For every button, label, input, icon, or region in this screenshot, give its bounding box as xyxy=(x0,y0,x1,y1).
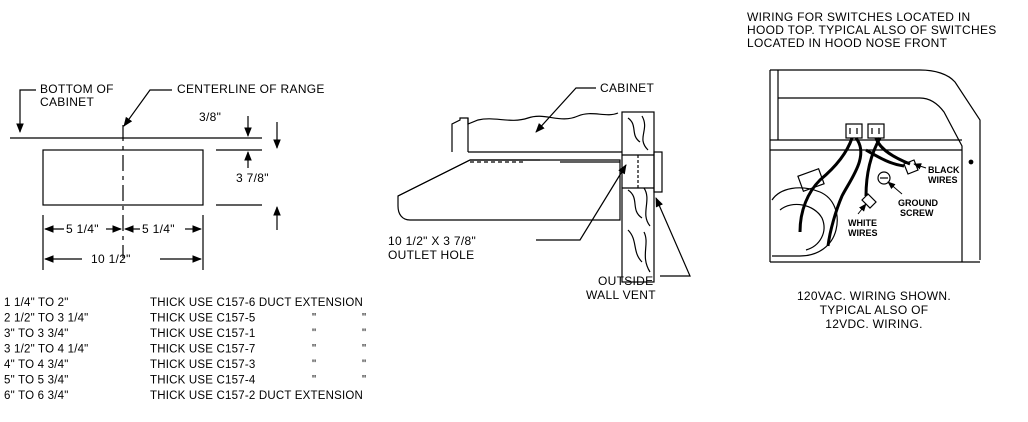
table-row-use: THICK USE C157-3 xyxy=(150,359,255,371)
label-black: BLACK xyxy=(928,165,960,175)
switch-1 xyxy=(845,123,863,139)
table-row-ditto-2: " xyxy=(362,328,366,340)
wall-section xyxy=(621,111,655,283)
cutout-drawing xyxy=(10,89,281,270)
hood-outline xyxy=(770,69,981,260)
label-outlet-hole: OUTLET HOLE xyxy=(388,248,474,262)
label-dim-1012: 10 1/2" xyxy=(91,252,131,266)
bottom-cabinet-leader xyxy=(16,89,36,133)
table-row-ditto-2: " xyxy=(362,344,366,356)
centerline-leader xyxy=(123,89,172,127)
cabinet-break-line xyxy=(451,112,619,152)
hood-body xyxy=(397,159,621,221)
label-white: WHITE xyxy=(848,218,877,228)
white-wires-leader xyxy=(857,203,867,215)
section-drawing xyxy=(397,87,691,283)
label-centerline: CENTERLINE OF RANGE xyxy=(177,82,325,96)
table-row-use: THICK USE C157-4 xyxy=(150,375,256,387)
wiring-title-3: LOCATED IN HOOD NOSE FRONT xyxy=(747,36,948,50)
table-row-ditto-2: " xyxy=(362,359,366,371)
black-wire-2 xyxy=(874,137,911,166)
label-dim-378: 3 7/8" xyxy=(236,171,269,185)
table-row-range: 6" TO 6 3/4" xyxy=(4,390,68,402)
white-wire-1 xyxy=(826,137,863,247)
table-row-use: THICK USE C157-1 xyxy=(150,328,255,340)
table-row-use: THICK USE C157-6 DUCT EXTENSION xyxy=(150,297,363,309)
label-cabinet-section: CABINET xyxy=(600,81,654,95)
wall-vent-flange xyxy=(653,151,663,193)
table-row-range: 5" TO 5 3/4" xyxy=(4,375,68,387)
table-row-ditto-1: " xyxy=(312,313,316,325)
black-wires-leader xyxy=(913,163,927,170)
white-wire-2 xyxy=(864,137,882,197)
table-row-range: 3 1/2" TO 4 1/4" xyxy=(4,344,88,356)
table-row-use: THICK USE C157-2 DUCT EXTENSION xyxy=(150,390,363,402)
vent-leader xyxy=(655,197,691,277)
table-row-use: THICK USE C157-7 xyxy=(150,344,255,356)
ground-screw xyxy=(877,171,891,185)
label-cabinet: CABINET xyxy=(40,95,94,109)
wiring-note-1: 120VAC. WIRING SHOWN. xyxy=(797,289,951,303)
wiring-title-2: HOOD TOP. TYPICAL ALSO OF SWITCHES xyxy=(747,23,997,37)
wires xyxy=(798,137,911,247)
black-wire-1 xyxy=(798,137,854,233)
table-row-ditto-2: " xyxy=(362,313,366,325)
table-row-use: THICK USE C157-5 xyxy=(150,313,255,325)
switch-2 xyxy=(867,123,885,139)
table-row-ditto-2: " xyxy=(362,375,366,387)
wiring-drawing xyxy=(769,69,981,263)
duct-extension-table: 1 1/4" TO 2" THICK USE C157-6 DUCT EXTENS… xyxy=(4,297,366,402)
wire-nut-black xyxy=(903,159,919,175)
cabinet-leader xyxy=(535,87,596,133)
table-row-range: 1 1/4" TO 2" xyxy=(4,297,68,309)
wiring-note-3: 12VDC. WIRING. xyxy=(825,317,923,331)
table-row-range: 4" TO 4 3/4" xyxy=(4,359,68,371)
outlet-leader xyxy=(536,164,627,241)
table-row-range: 2 1/2" TO 3 1/4" xyxy=(4,313,88,325)
label-white-wires: WIRES xyxy=(848,228,878,238)
table-row-ditto-1: " xyxy=(312,375,316,387)
label-outside: OUTSIDE xyxy=(598,274,653,288)
label-ground: GROUND xyxy=(898,198,938,208)
wiring-note-2: TYPICAL ALSO OF xyxy=(820,303,929,317)
label-black-wires: WIRES xyxy=(928,175,958,185)
label-dim-514-right: 5 1/4" xyxy=(142,222,175,236)
wall-wood-grain xyxy=(627,115,651,273)
table-row-ditto-1: " xyxy=(312,359,316,371)
label-bottom-of: BOTTOM OF xyxy=(40,82,114,96)
table-row-ditto-1: " xyxy=(312,328,316,340)
wiring-title-1: WIRING FOR SWITCHES LOCATED IN xyxy=(747,10,970,24)
label-dim-514-left: 5 1/4" xyxy=(66,222,99,236)
table-row-ditto-1: " xyxy=(312,344,316,356)
label-screw: SCREW xyxy=(900,208,934,218)
label-outlet-size: 10 1/2" X 3 7/8" xyxy=(388,234,476,248)
table-row-range: 3" TO 3 3/4" xyxy=(4,328,68,340)
ground-leader xyxy=(887,181,903,195)
label-dim-38: 3/8" xyxy=(199,110,221,124)
label-wall-vent: WALL VENT xyxy=(586,288,656,302)
